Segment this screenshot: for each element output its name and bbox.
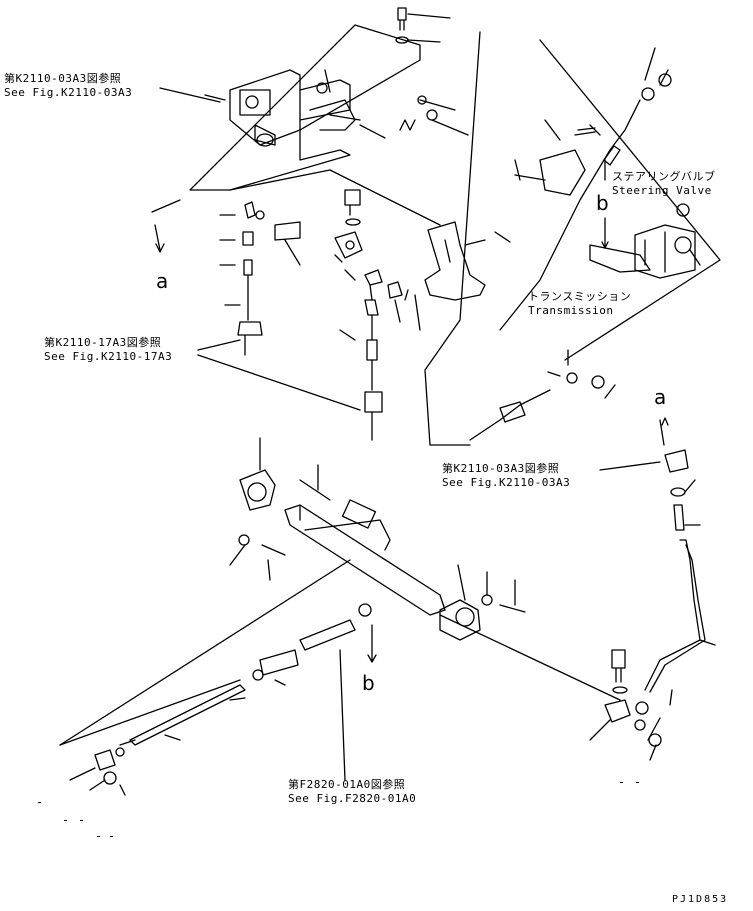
- leader-lines: [159, 13, 669, 181]
- middle-l-bracket: [424, 221, 486, 301]
- right-lever-rod: [644, 417, 706, 693]
- steering-valve-en: Steering Valve: [612, 184, 712, 197]
- frame-outline: [151, 31, 721, 446]
- lower-right-bracket: [439, 614, 662, 747]
- ref-middle-left-jp: 第K2110-17A3図参照: [44, 336, 162, 349]
- steering-valve-drawing: [589, 203, 701, 279]
- ref-middle-left: 第K2110-17A3図参照 See Fig.K2110-17A3: [44, 336, 172, 364]
- ref-middle-right: 第K2110-03A3図参照 See Fig.K2110-03A3: [442, 462, 570, 490]
- arrow-a-left: [154, 224, 165, 253]
- transmission-label: トランスミッション Transmission: [528, 290, 631, 318]
- reference-pointers: [197, 94, 661, 781]
- marker-a-left: a: [156, 269, 169, 293]
- extra-leaders: [69, 159, 716, 791]
- marker-b-bottom: b: [362, 671, 376, 695]
- marker-a-right: a: [654, 385, 667, 409]
- dash-marks: [38, 782, 639, 837]
- ref-top-left: 第K2110-03A3図参照 See Fig.K2110-03A3: [4, 72, 132, 100]
- ref-middle-right-en: See Fig.K2110-03A3: [442, 476, 571, 489]
- ref-bottom-jp: 第F2820-01A0図参照: [288, 778, 406, 791]
- middle-parts: [237, 189, 409, 441]
- steering-valve-jp: ステアリングバルブ: [612, 170, 716, 183]
- transmission-jp: トランスミッション: [528, 290, 632, 303]
- transmission-cable: [469, 371, 616, 441]
- ref-middle-right-jp: 第K2110-03A3図参照: [442, 462, 560, 475]
- upper-bracket-assembly: [189, 7, 438, 191]
- lower-rod: [59, 559, 372, 796]
- ref-top-left-en: See Fig.K2110-03A3: [4, 86, 133, 99]
- upper-cable: [499, 73, 672, 331]
- ref-bottom-en: See Fig.F2820-01A0: [288, 792, 417, 805]
- drawing-code: PJ1D853: [672, 894, 729, 905]
- ref-bottom: 第F2820-01A0図参照 See Fig.F2820-01A0: [288, 778, 416, 806]
- ref-middle-left-en: See Fig.K2110-17A3: [44, 350, 173, 363]
- steering-valve-label: ステアリングバルブ Steering Valve: [612, 170, 716, 198]
- arrow-b-bottom: [367, 624, 377, 663]
- marker-b-top: b: [596, 191, 610, 215]
- main-shaft: [238, 469, 526, 641]
- transmission-en: Transmission: [528, 304, 614, 317]
- ref-top-left-jp: 第K2110-03A3図参照: [4, 72, 122, 85]
